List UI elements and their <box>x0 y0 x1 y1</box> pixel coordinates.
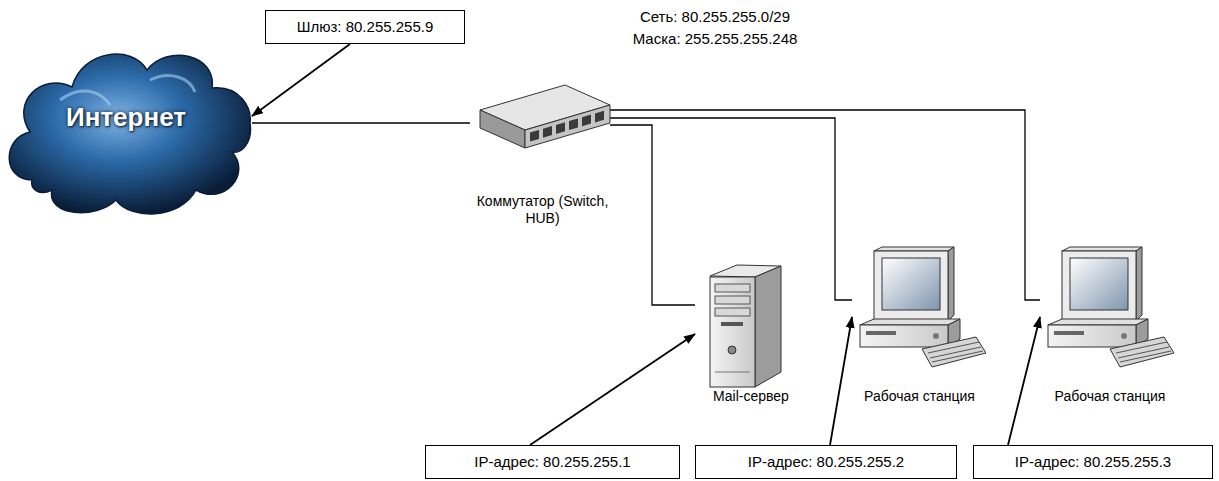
workstation-icon-drawing <box>1040 245 1175 370</box>
switch-icon: Коммутатор (Switch, HUB) <box>470 80 615 240</box>
workstation-icon: Рабочая станция <box>852 245 987 410</box>
mail-server-icon-drawing <box>695 262 795 390</box>
ip-callout: IP-адрес: 80.255.255.1 <box>425 445 680 479</box>
workstation-icon-drawing <box>852 245 987 370</box>
callout-text: IP-адрес: 80.255.255.1 <box>474 453 630 471</box>
node-label: Рабочая станция <box>852 388 987 405</box>
gateway-callout: Шлюз: 80.255.255.9 <box>265 10 465 44</box>
node-label: Mail-сервер <box>695 388 807 405</box>
node-label: Интернет <box>0 108 252 126</box>
callout-arrow <box>1008 317 1040 445</box>
network-labels: Сеть: 80.255.255.0/29Маска: 255.255.255.… <box>585 6 845 50</box>
internet-cloud: Интернет <box>0 30 252 220</box>
ip-callout: IP-адрес: 80.255.255.2 <box>695 445 957 479</box>
callout-text: IP-адрес: 80.255.255.3 <box>1015 453 1171 471</box>
callout-arrow <box>830 317 852 445</box>
workstation-icon: Рабочая станция <box>1040 245 1180 410</box>
ip-callout: IP-адрес: 80.255.255.3 <box>973 445 1213 479</box>
switch-icon-drawing <box>470 80 615 155</box>
node-label: Рабочая станция <box>1040 388 1180 405</box>
network-cable <box>610 110 1040 300</box>
network-label: Маска: 255.255.255.248 <box>585 28 845 50</box>
callout-arrow <box>252 44 350 116</box>
network-cable <box>252 122 470 123</box>
callout-arrow <box>530 334 695 445</box>
callout-text: IP-адрес: 80.255.255.2 <box>748 453 904 471</box>
network-cable <box>610 125 695 305</box>
network-label: Сеть: 80.255.255.0/29 <box>585 6 845 28</box>
node-label: Коммутатор (Switch, HUB) <box>470 193 615 227</box>
callout-text: Шлюз: 80.255.255.9 <box>297 18 434 36</box>
mail-server-icon: Mail-сервер <box>695 262 807 410</box>
